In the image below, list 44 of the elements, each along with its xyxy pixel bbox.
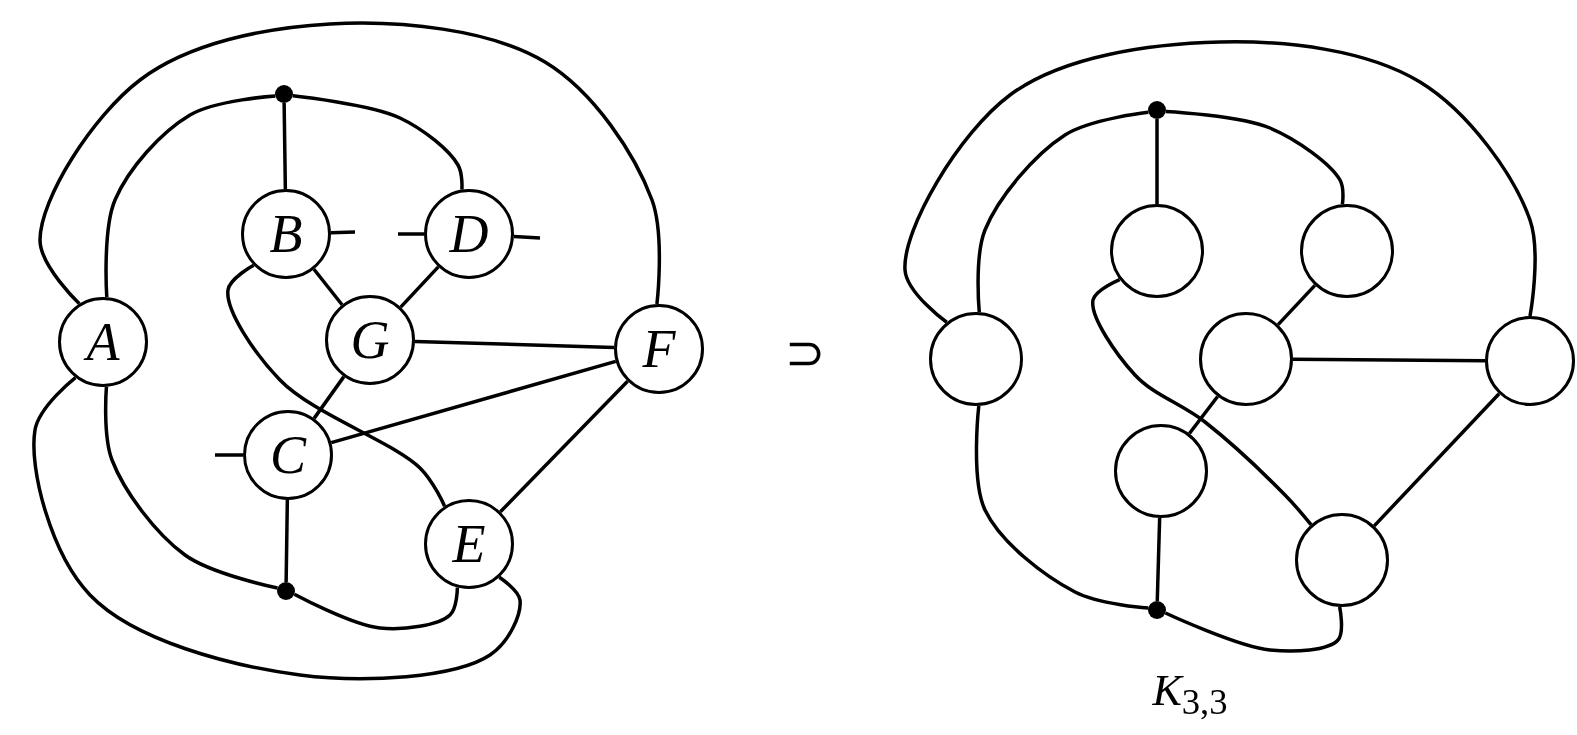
edge-stub (215, 453, 243, 457)
graph-edge (330, 359, 617, 445)
graph-edge (32, 376, 522, 681)
graph-edge (1276, 284, 1317, 326)
graph-edge (226, 263, 447, 507)
graph-edge (38, 21, 662, 305)
vertex-dot (1148, 101, 1166, 119)
graph-edge (414, 339, 615, 350)
vertex-label: G (350, 313, 390, 367)
edge-stub (330, 230, 356, 235)
graph-edge (1188, 395, 1219, 435)
graph-edge (903, 40, 1537, 324)
graph-edge (1155, 119, 1159, 204)
vertex-dot (275, 85, 293, 103)
superset-symbol: ⊃ (785, 325, 825, 380)
vertex-dot (1148, 601, 1166, 619)
graph-edge (312, 375, 346, 420)
graph-edge (312, 268, 344, 306)
graph-edge (293, 587, 460, 631)
vertex-label: E (452, 517, 486, 571)
graph-edge (1091, 277, 1313, 526)
edge-stub (513, 234, 541, 240)
graph-edge (1165, 109, 1345, 205)
vertex-label: F (642, 322, 676, 376)
graph-edge (1155, 517, 1162, 602)
graph-edge (399, 265, 440, 309)
graph-edge (282, 102, 288, 190)
vertex-label: D (449, 207, 489, 261)
graph-edge (292, 94, 464, 190)
vertex-circle (424, 499, 514, 589)
vertex-label: C (270, 428, 306, 482)
graph-edge (284, 499, 290, 583)
graph-edge (103, 386, 278, 590)
graph-edge (499, 380, 629, 513)
caption: K$_{3,3}$ (1152, 664, 1228, 724)
edge-stub (398, 232, 424, 236)
vertex-label: B (269, 207, 303, 261)
graph-edge (1293, 357, 1485, 363)
vertex-dot (277, 582, 295, 600)
graph-edge (104, 94, 276, 298)
graph-edge (974, 405, 1149, 610)
graph-edge (976, 110, 1149, 313)
graph-edge (1373, 392, 1501, 528)
graph-edge (1164, 606, 1344, 653)
